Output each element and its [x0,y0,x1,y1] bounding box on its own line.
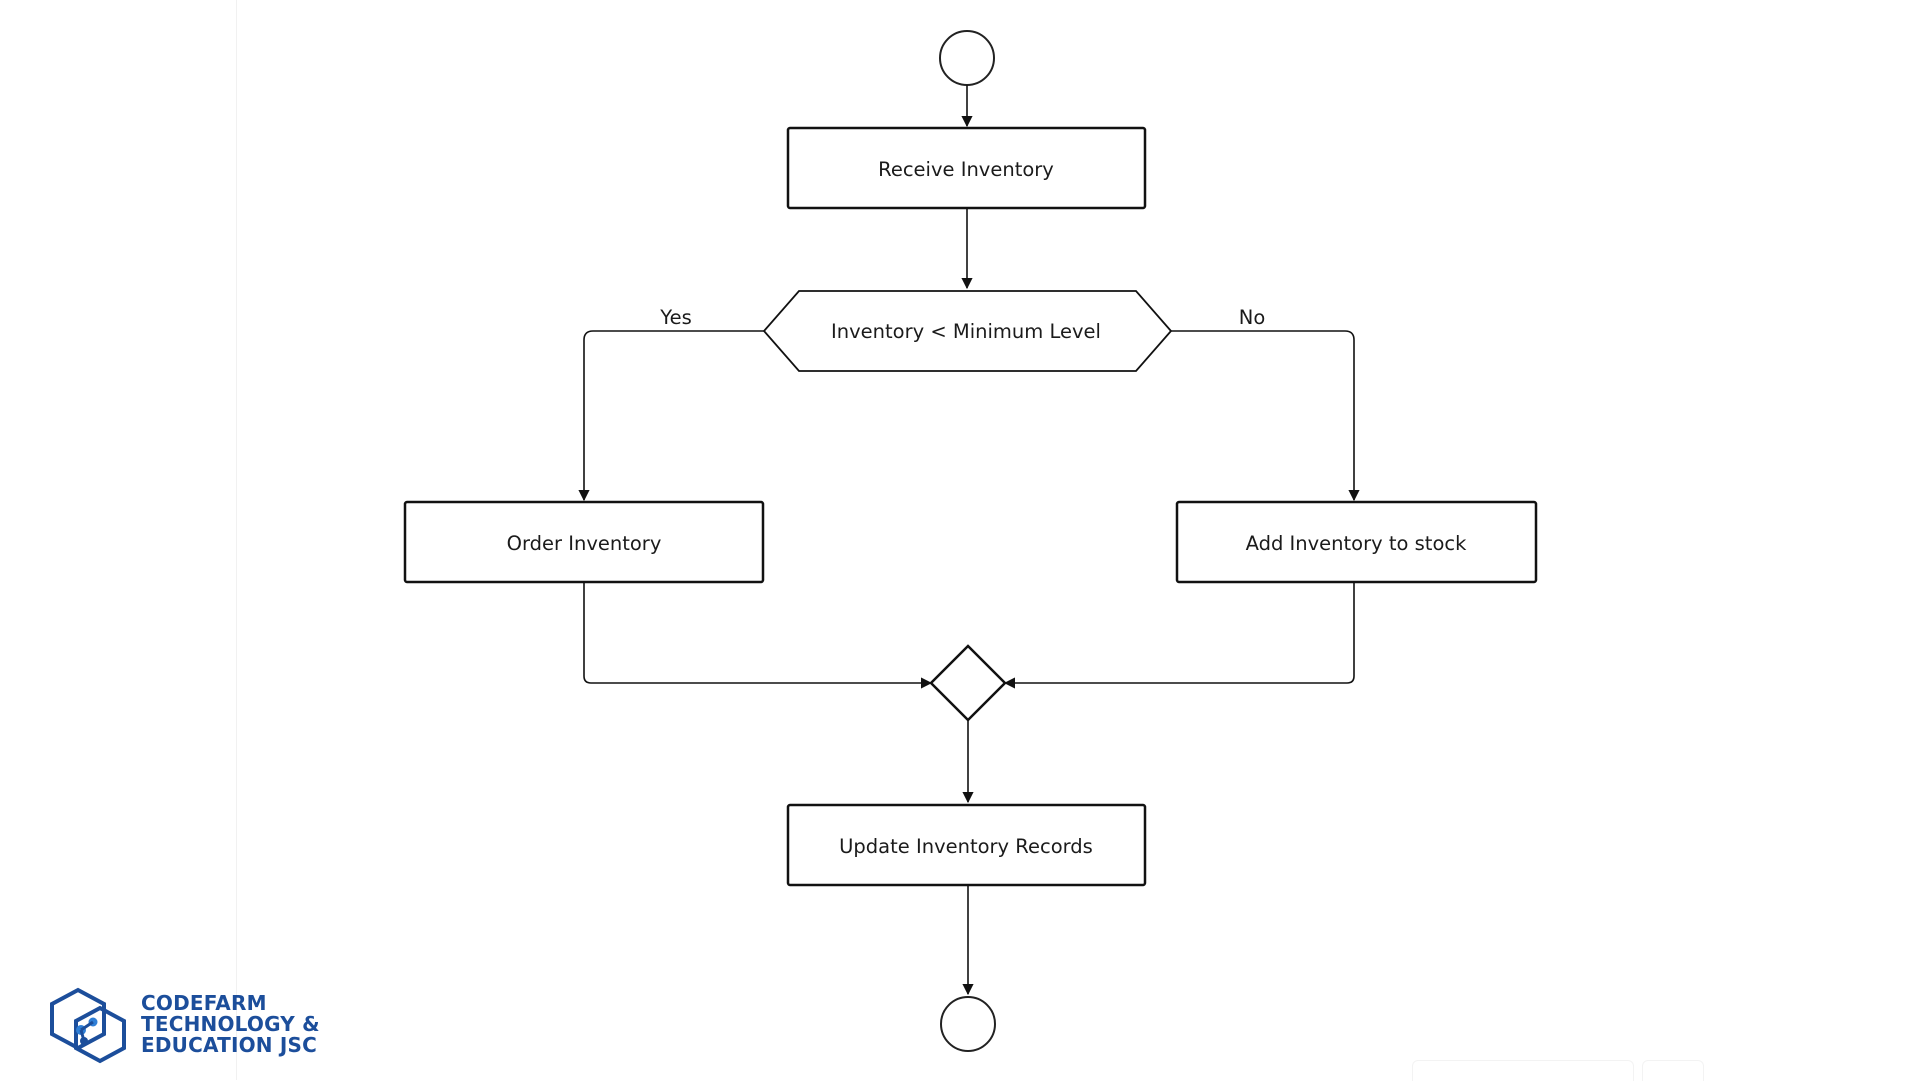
edge-label-yes: Yes [659,306,691,329]
node-order-inventory-label: Order Inventory [507,532,662,555]
company-name-line-1: CODEFARM [141,991,267,1015]
decision-label: Inventory < Minimum Level [831,320,1101,343]
start-node[interactable] [939,30,995,86]
node-update-inventory-label: Update Inventory Records [839,835,1093,858]
node-update-inventory-records[interactable]: Update Inventory Records [786,803,1147,887]
edge-add-to-merge [1003,582,1355,689]
codefarm-logo-icon [50,987,126,1064]
company-name: CODEFARM TECHNOLOGY & EDUCATION JSC [141,993,320,1056]
bottom-panel-tab-small [1642,1060,1704,1081]
node-receive-inventory-label: Receive Inventory [878,158,1054,181]
decision-inventory-minimum[interactable]: Inventory < Minimum Level [762,290,1173,372]
edge-yes-to-order [578,330,764,502]
edge-no-to-add [1171,330,1360,502]
company-name-line-3: EDUCATION JSC [141,1033,318,1057]
node-order-inventory[interactable]: Order Inventory [403,500,765,584]
bottom-panel-tab [1412,1060,1634,1081]
node-receive-inventory[interactable]: Receive Inventory [786,126,1147,210]
merge-node[interactable] [929,644,1007,722]
node-add-inventory-label: Add Inventory to stock [1246,532,1468,555]
node-add-inventory-to-stock[interactable]: Add Inventory to stock [1175,500,1538,584]
edge-label-no: No [1239,306,1266,329]
canvas-left-border [236,0,237,1080]
end-node[interactable] [940,996,996,1052]
edge-order-to-merge [583,582,933,689]
company-name-line-2: TECHNOLOGY & [141,1012,320,1036]
